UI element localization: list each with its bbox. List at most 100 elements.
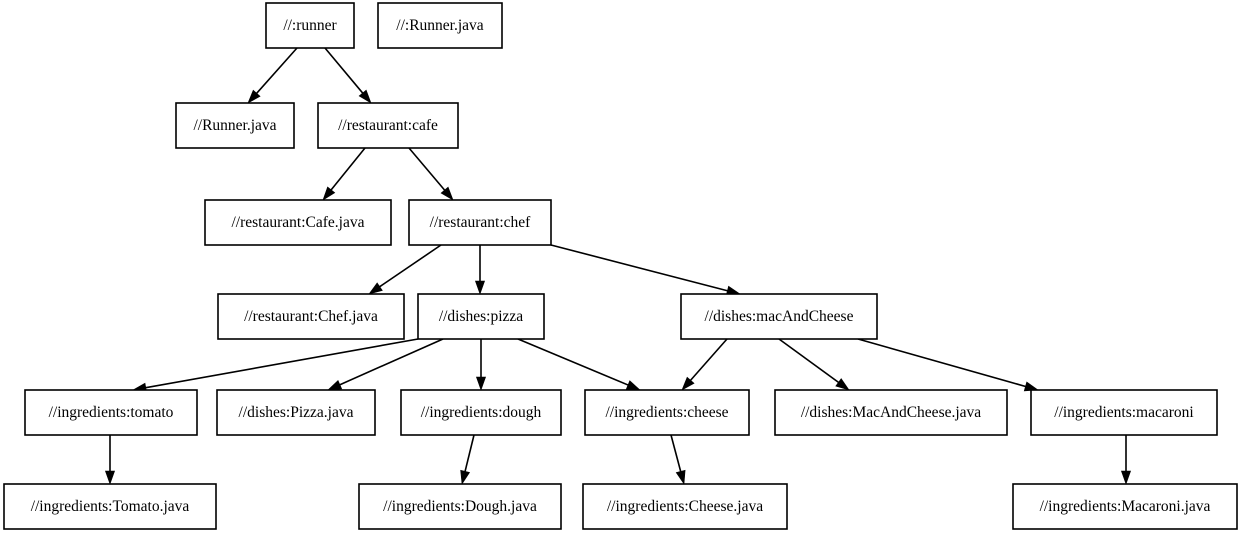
node-label: //:runner (283, 17, 337, 34)
node-box[interactable] (1030, 389, 1218, 436)
node-box[interactable] (1012, 483, 1238, 530)
node-box[interactable] (377, 2, 503, 49)
graph-edge (475, 339, 487, 391)
node-label: //Runner.java (193, 117, 276, 134)
graph-edge (104, 435, 116, 485)
graph-edge (327, 338, 444, 391)
graph-edge (460, 434, 475, 485)
edge-layer (104, 47, 1132, 485)
node-box[interactable] (400, 389, 562, 436)
node-box[interactable] (204, 199, 392, 246)
node-label: //:Runner.java (396, 17, 484, 34)
edge-arrowhead-icon (322, 186, 336, 201)
node-label: //restaurant:cafe (338, 117, 438, 134)
node-label: //ingredients:dough (421, 404, 542, 421)
graph-node-dishes_macandcheese[interactable]: //dishes:macAndCheese (680, 293, 878, 340)
graph-node-ingredients_dough_java[interactable]: //ingredients:Dough.java (358, 483, 562, 530)
node-label: //ingredients:tomato (49, 404, 174, 421)
edge-arrowhead-icon (474, 280, 486, 295)
graph-node-dishes_macandcheese_java[interactable]: //dishes:MacAndCheese.java (774, 389, 1008, 436)
edge-arrowhead-icon (247, 89, 261, 104)
edge-line (517, 338, 630, 387)
edge-arrowhead-icon (440, 186, 454, 201)
edge-arrowhead-icon (675, 469, 686, 485)
node-label: //restaurant:Cafe.java (232, 214, 365, 231)
graph-edge (322, 147, 366, 201)
node-box[interactable] (265, 2, 355, 49)
node-label: //dishes:pizza (439, 308, 523, 325)
edge-line (144, 338, 419, 389)
graph-node-restaurant_cafe[interactable]: //restaurant:cafe (317, 102, 459, 149)
node-box[interactable] (24, 389, 198, 436)
node-label: //restaurant:Chef.java (244, 308, 378, 325)
node-box[interactable] (3, 483, 217, 530)
node-label: //dishes:macAndCheese (705, 308, 854, 325)
edge-line (857, 338, 1028, 388)
graph-node-runner_java[interactable]: //Runner.java (175, 102, 295, 149)
edge-arrowhead-icon (681, 376, 695, 391)
node-box[interactable] (584, 389, 750, 436)
node-box[interactable] (680, 293, 878, 340)
graph-node-ingredients_dough[interactable]: //ingredients:dough (400, 389, 562, 436)
edge-line (670, 434, 682, 474)
node-box[interactable] (582, 483, 788, 530)
graph-node-restaurant_chef_java[interactable]: //restaurant:Chef.java (217, 293, 405, 340)
node-box[interactable] (358, 483, 562, 530)
edge-line (778, 338, 841, 384)
graph-node-restaurant_chef[interactable]: //restaurant:chef (408, 199, 552, 246)
node-box[interactable] (774, 389, 1008, 436)
node-label: //restaurant:chef (430, 214, 532, 231)
graph-node-ingredients_tomato_java[interactable]: //ingredients:Tomato.java (3, 483, 217, 530)
graph-node-ingredients_cheese[interactable]: //ingredients:cheese (584, 389, 750, 436)
edge-arrowhead-icon (475, 376, 487, 391)
edge-arrowhead-icon (1120, 470, 1132, 485)
node-box[interactable] (175, 102, 295, 149)
edge-line (338, 338, 444, 387)
node-label: //ingredients:cheese (605, 404, 728, 421)
edge-arrowhead-icon (460, 469, 471, 485)
node-box[interactable] (216, 389, 376, 436)
node-label: //dishes:MacAndCheese.java (801, 404, 981, 421)
node-layer: //:runner //:Runner.java //Runner.java //re… (3, 2, 1238, 530)
node-label: //ingredients:Cheese.java (607, 498, 763, 515)
edge-line (255, 47, 298, 95)
edge-arrowhead-icon (104, 470, 116, 485)
graph-node-dishes_pizza_java[interactable]: //dishes:Pizza.java (216, 389, 376, 436)
graph-edge (474, 245, 486, 295)
edge-line (689, 338, 728, 382)
graph-node-ingredients_macaroni[interactable]: //ingredients:macaroni (1030, 389, 1218, 436)
graph-node-ingredients_cheese_java[interactable]: //ingredients:Cheese.java (582, 483, 788, 530)
node-label: //ingredients:Dough.java (383, 498, 537, 515)
edge-line (324, 47, 365, 95)
graph-node-ingredients_tomato[interactable]: //ingredients:tomato (24, 389, 198, 436)
edge-line (329, 147, 366, 192)
graph-edge (368, 244, 442, 295)
graph-edge (778, 338, 850, 391)
edge-arrowhead-icon (358, 89, 372, 104)
node-label: //ingredients:Tomato.java (31, 498, 190, 515)
node-label: //ingredients:Macaroni.java (1040, 498, 1211, 515)
node-box[interactable] (417, 293, 545, 340)
edge-line (463, 434, 475, 474)
node-box[interactable] (317, 102, 459, 149)
graph-edge (1120, 435, 1132, 485)
graph-edge (408, 147, 454, 201)
edge-arrowhead-icon (835, 378, 850, 391)
graph-edge (324, 47, 372, 104)
node-box[interactable] (408, 199, 552, 246)
graph-node-dishes_pizza[interactable]: //dishes:pizza (417, 293, 545, 340)
edge-arrowhead-icon (368, 282, 383, 295)
graph-node-ingredients_macaroni_java[interactable]: //ingredients:Macaroni.java (1012, 483, 1238, 530)
graph-edge (247, 47, 298, 104)
edge-line (550, 244, 730, 292)
graph-edge (670, 434, 686, 485)
edge-line (378, 244, 442, 289)
node-label: //ingredients:macaroni (1054, 404, 1194, 421)
graph-node-runner_java_root[interactable]: //:Runner.java (377, 2, 503, 49)
graph-edge (681, 338, 728, 391)
graph-node-runner[interactable]: //:runner (265, 2, 355, 49)
node-box[interactable] (217, 293, 405, 340)
graph-node-restaurant_cafe_java[interactable]: //restaurant:Cafe.java (204, 199, 392, 246)
